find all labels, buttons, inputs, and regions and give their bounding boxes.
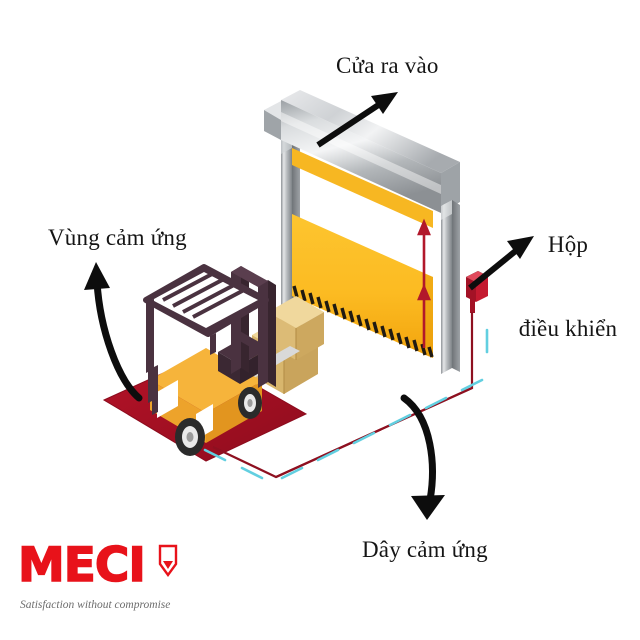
arrow-to-control-box bbox=[468, 236, 534, 291]
shield-icon bbox=[158, 544, 178, 578]
sensor-cable bbox=[203, 312, 489, 480]
arrow-to-sensing-zone bbox=[84, 262, 143, 402]
sensor-cable-signal-dashes bbox=[203, 328, 489, 480]
label-sensor-cable: Dây cảm ứng bbox=[362, 537, 488, 562]
label-control-box: Hộp điều khiển bbox=[498, 175, 638, 399]
roller-housing bbox=[264, 90, 460, 213]
arrow-to-door bbox=[316, 92, 398, 148]
arrow-to-sensor-cable bbox=[400, 394, 445, 520]
logo-tagline: Satisfaction without compromise bbox=[20, 599, 171, 611]
forklift-wheels bbox=[175, 387, 262, 456]
door-right-post bbox=[441, 200, 460, 374]
label-control-box-line2: điều khiển bbox=[518, 316, 618, 342]
logo-wordmark: MECI bbox=[17, 538, 146, 593]
label-control-box-line1: Hộp bbox=[547, 232, 589, 258]
door-travel-arrows bbox=[417, 218, 431, 348]
forklift bbox=[143, 264, 324, 456]
label-door: Cửa ra vào bbox=[336, 53, 439, 78]
meci-logo: MECI Satisfaction without compromise bbox=[17, 538, 198, 622]
label-sensing-zone: Vùng cảm ứng bbox=[48, 225, 187, 250]
hazard-stripe bbox=[292, 285, 434, 358]
door-curtain bbox=[292, 148, 434, 358]
